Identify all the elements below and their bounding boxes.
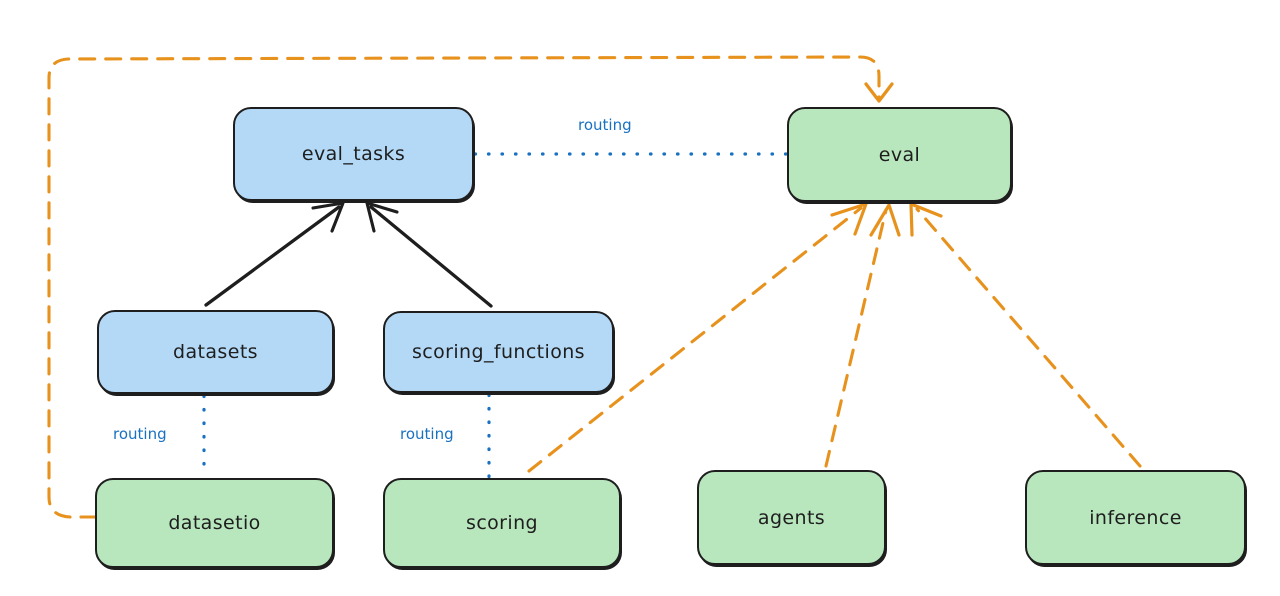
node-eval-tasks[interactable]: eval_tasks	[233, 107, 474, 201]
edge-datasetio-eval	[47, 55, 894, 519]
node-label-eval: eval	[878, 143, 921, 166]
edge-label-routing-eval-tasks-eval: routing	[578, 116, 632, 134]
node-agents[interactable]: agents	[697, 470, 886, 565]
node-label-datasetio: datasetio	[168, 512, 261, 534]
node-scoring-functions[interactable]: scoring_functions	[383, 311, 614, 393]
node-label-scoring-functions: scoring_functions	[412, 341, 585, 363]
edge-datasets-eval-tasks	[204, 201, 345, 307]
node-label-scoring: scoring	[466, 512, 538, 534]
node-label-datasets: datasets	[173, 341, 258, 363]
node-label-inference: inference	[1089, 506, 1182, 529]
edge-inference-eval	[909, 202, 1142, 468]
node-label-agents: agents	[757, 506, 826, 529]
node-datasets[interactable]: datasets	[97, 310, 334, 394]
node-scoring[interactable]: scoring	[383, 478, 621, 568]
node-eval[interactable]: eval	[787, 107, 1012, 202]
edge-label-routing-scoring-functions-scoring: routing	[400, 425, 454, 443]
edge-agents-eval	[824, 203, 901, 468]
node-label-eval-tasks: eval_tasks	[301, 143, 406, 165]
node-inference[interactable]: inference	[1025, 470, 1246, 565]
edge-label-routing-datasets-datasetio: routing	[113, 425, 167, 443]
edge-scoring-eval	[527, 202, 868, 473]
node-datasetio[interactable]: datasetio	[95, 478, 334, 568]
edge-scoring-functions-eval-tasks	[365, 201, 493, 308]
